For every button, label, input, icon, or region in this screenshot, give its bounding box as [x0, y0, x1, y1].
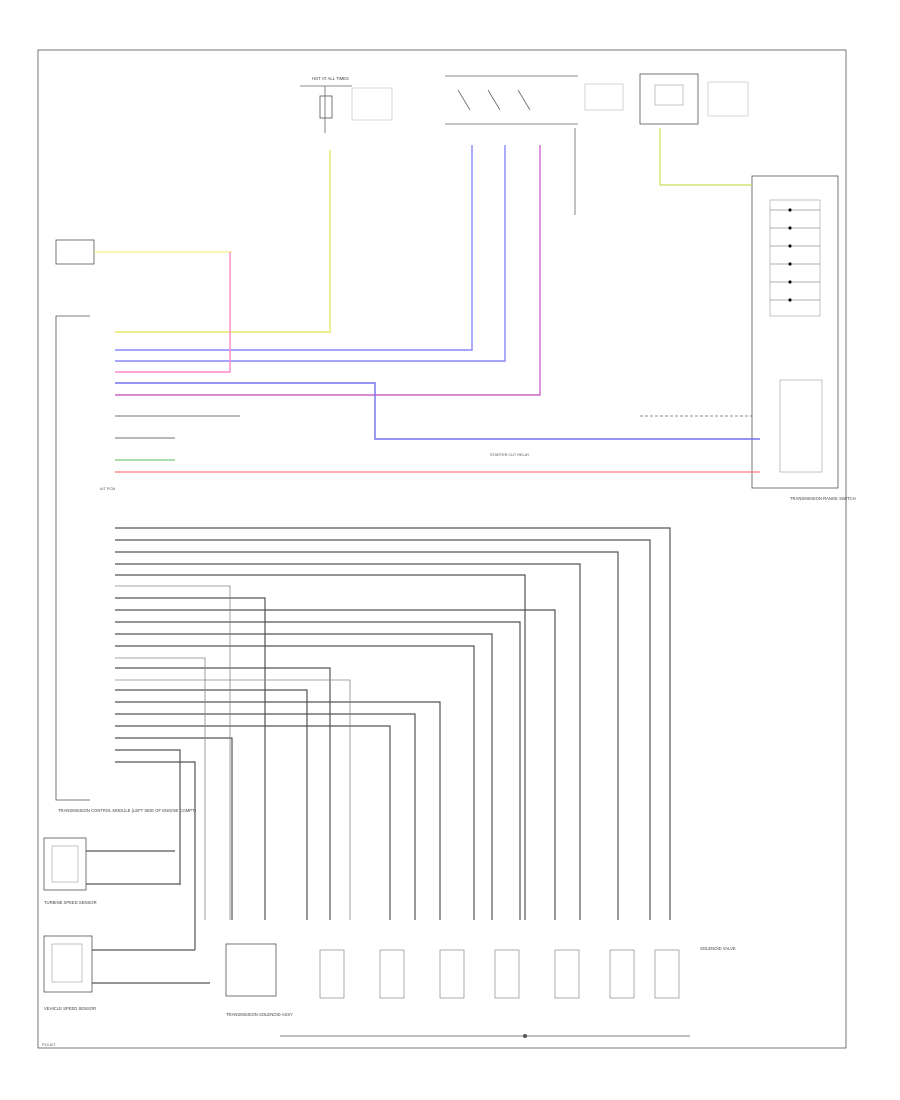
fuse-block-top: HOT AT ALL TIMES: [300, 76, 393, 133]
solenoid-assy-label: TRANSMISSION SOLENOID ASSY: [226, 1012, 293, 1017]
ecu-module: TRANSMISSION CONTROL MODULE (LEFT SIDE O…: [55, 315, 197, 813]
wire-pink: [115, 252, 231, 373]
wire-yellow-green: [659, 128, 752, 186]
side-solenoid-label: SOLENOID VALVE: [700, 946, 736, 951]
switch-assembly-top: [445, 75, 624, 125]
relay-label: STARTER CUT RELAY: [490, 453, 530, 457]
relay-connector: STARTER CUT RELAY: [490, 453, 530, 457]
speed-sensor-1-label: TURBINE SPEED SENSOR: [44, 900, 97, 905]
ecu-bottom-label: A/T PCM: [100, 487, 115, 491]
speed-sensor-1: TURBINE SPEED SENSOR: [43, 837, 180, 905]
fuse-block-label: HOT AT ALL TIMES: [312, 76, 349, 81]
solenoid-wire-bundle: [115, 527, 671, 950]
range-switch-label: TRANSMISSION RANGE SWITCH: [790, 496, 856, 501]
ecu-caption: TRANSMISSION CONTROL MODULE (LEFT SIDE O…: [58, 808, 197, 813]
wire-yellow: [115, 150, 331, 333]
wire-blue-2: [115, 145, 506, 362]
speed-sensor-2-label: VEHICLE SPEED SENSOR: [44, 1006, 96, 1011]
colored-wires: [115, 128, 760, 473]
wire-blue-3: [115, 382, 760, 440]
wire-violet: [115, 145, 541, 396]
top-right-module: [639, 73, 749, 125]
thin-wire-bundle: [115, 585, 351, 920]
left-top-sensor: [55, 239, 232, 265]
diagram-frame: [37, 49, 847, 1049]
solenoid-assy: TRANSMISSION SOLENOID ASSY SOLENOID VALV…: [225, 943, 736, 1038]
wire-blue-1: [115, 145, 473, 351]
range-switch-module: TRANSMISSION RANGE SWITCH: [751, 175, 856, 501]
speed-sensor-2: VEHICLE SPEED SENSOR: [43, 935, 210, 1011]
bottom-left-code: P19 A/T: [42, 1043, 56, 1047]
